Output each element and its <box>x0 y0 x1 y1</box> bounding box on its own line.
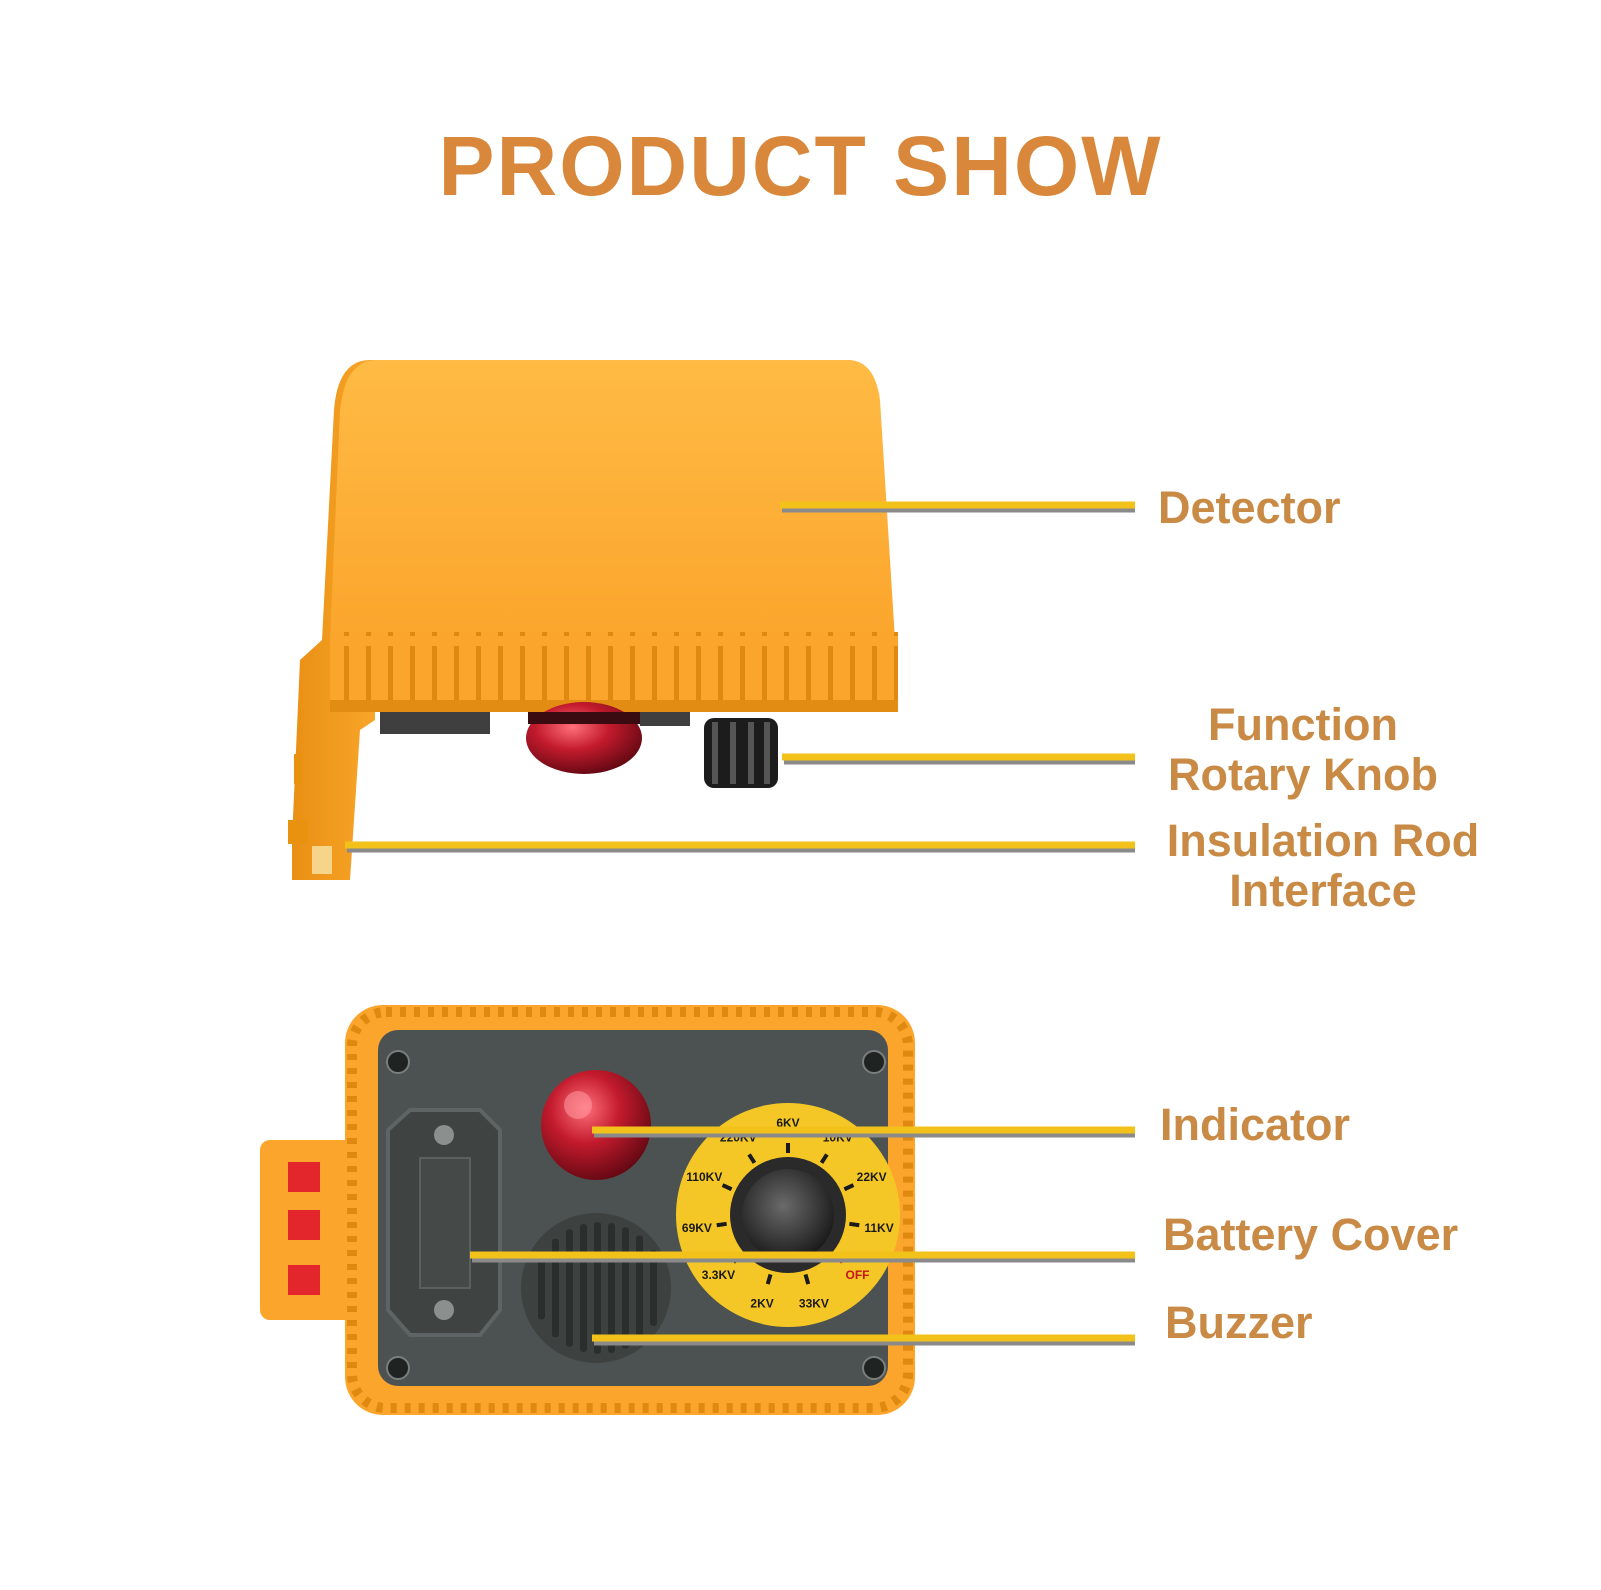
buzzer-slot <box>566 1229 573 1347</box>
detector-housing <box>330 360 895 640</box>
screw-icon <box>386 1050 410 1074</box>
dial-label: 3.3KV <box>702 1268 735 1282</box>
dial-ticks <box>716 1143 860 1285</box>
dial-label: 110KV <box>686 1170 722 1184</box>
label-rod-line1: Insulation Rod <box>1166 815 1480 866</box>
dial-label: 22KV <box>857 1170 887 1184</box>
leader-rotary-knob <box>782 753 1135 765</box>
buzzer-slot <box>594 1222 601 1354</box>
leader-detector <box>780 501 1135 513</box>
dial-tick <box>721 1183 733 1192</box>
detector-back-view: 6KV10KV22KV11KVOFF33KV2KV3.3KV69KV110KV2… <box>260 1005 915 1415</box>
dial-label: 33KV <box>799 1296 829 1310</box>
knob-grip-1 <box>712 722 718 784</box>
housing-lip <box>330 700 898 712</box>
label-detector: Detector <box>1158 482 1341 533</box>
detector-side-view <box>288 360 898 880</box>
label-battery-cover: Battery Cover <box>1163 1209 1459 1260</box>
label-rod-line2: Interface <box>1229 865 1417 916</box>
label-insulation-rod-interface: Insulation Rod Interface <box>1158 816 1488 916</box>
dial-tick <box>765 1273 773 1285</box>
dial-tick <box>849 1221 860 1228</box>
dial-label: 2KV <box>750 1296 773 1310</box>
battery-label-plate <box>419 1157 471 1289</box>
dial-labels: 6KV10KV22KV11KVOFF33KV2KV3.3KV69KV110KV2… <box>682 1116 894 1310</box>
lamp-highlight <box>564 1091 592 1119</box>
label-knob-line2: Rotary Knob <box>1168 749 1438 800</box>
leader-lines <box>345 501 1135 1346</box>
buzzer-slot <box>608 1223 615 1353</box>
dial-label: 11KV <box>864 1221 893 1235</box>
battery-screw-icon <box>434 1300 454 1320</box>
dial-tick <box>803 1273 811 1285</box>
label-function-rotary-knob: Function Rotary Knob <box>1158 700 1448 800</box>
page-title: PRODUCT SHOW <box>438 119 1163 213</box>
buzzer-slots <box>538 1222 657 1354</box>
screw-icon <box>862 1050 886 1074</box>
rod-notch-1 <box>288 820 308 844</box>
rod-notch-2 <box>312 846 332 874</box>
buzzer-slot <box>650 1250 657 1326</box>
screw-icon <box>386 1356 410 1380</box>
connector-slot-3 <box>288 1265 320 1295</box>
buzzer-slot <box>580 1223 587 1353</box>
buzzer-slot <box>636 1235 643 1341</box>
dial-tick <box>843 1183 855 1192</box>
leader-buzzer <box>592 1334 1135 1346</box>
housing-ribs <box>330 632 898 710</box>
buzzer-slot <box>552 1238 559 1338</box>
leader-battery-cover <box>470 1251 1135 1263</box>
knob-grip-4 <box>764 722 770 784</box>
screw-icon <box>862 1356 886 1380</box>
leader-indicator <box>592 1126 1135 1138</box>
lamp-base <box>528 712 640 724</box>
connector-slot-1 <box>288 1162 320 1192</box>
label-knob-line1: Function <box>1208 699 1398 750</box>
dial-tick <box>716 1221 727 1228</box>
indicator-lamp-front <box>541 1070 651 1180</box>
dial-tick <box>747 1153 757 1164</box>
underside-plate <box>380 712 490 734</box>
dial-tick <box>819 1153 829 1164</box>
dial-label: 69KV <box>682 1221 712 1235</box>
leader-rod-interface <box>345 841 1135 853</box>
knob-grip-3 <box>748 722 754 784</box>
dial-label: OFF <box>846 1268 870 1282</box>
buzzer-slot <box>538 1256 545 1320</box>
underside-plate-2 <box>640 712 690 726</box>
label-indicator: Indicator <box>1160 1099 1351 1150</box>
knob-grip-2 <box>730 722 736 784</box>
rotary-knob-side <box>704 718 778 788</box>
label-buzzer: Buzzer <box>1165 1297 1313 1348</box>
housing-edge-ribs <box>347 1007 913 1413</box>
rod-notch-3 <box>294 754 302 784</box>
rotary-knob-front <box>742 1169 834 1261</box>
connector-slot-2 <box>288 1210 320 1240</box>
battery-screw-icon <box>434 1125 454 1145</box>
buzzer-slot <box>622 1227 629 1349</box>
